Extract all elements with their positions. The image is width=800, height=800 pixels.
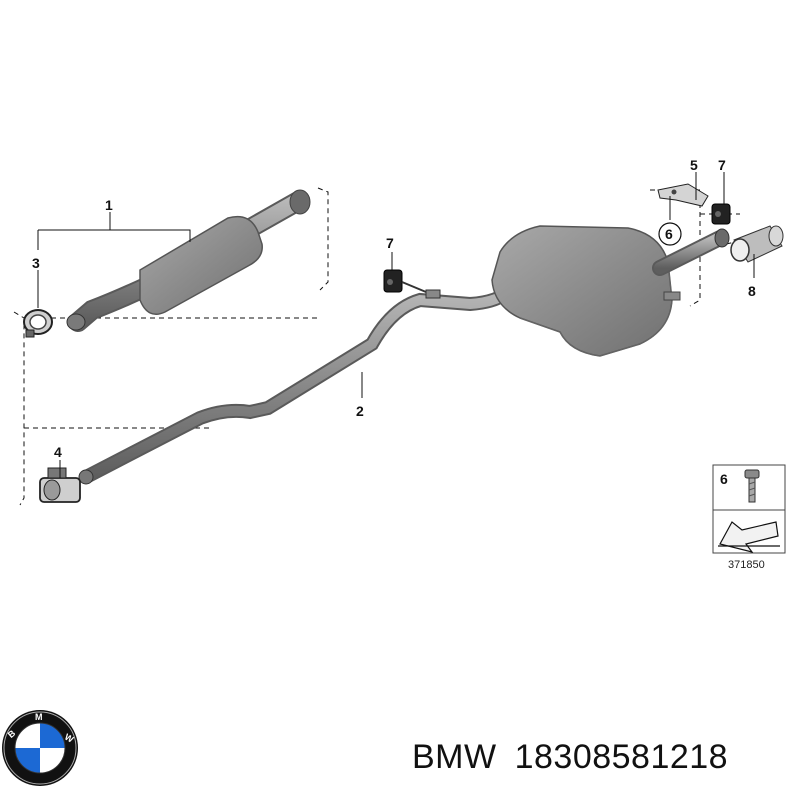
leader-lines	[37, 172, 755, 478]
callout-1: 1	[105, 197, 113, 213]
legend-box: 6	[712, 464, 786, 554]
bolt-icon	[744, 469, 760, 503]
front-pipe-inlet	[66, 313, 86, 331]
legend-item-number: 6	[720, 471, 728, 487]
callout-7-right: 7	[718, 157, 726, 173]
callout-2: 2	[356, 403, 364, 419]
rear-muffler	[491, 225, 730, 357]
svg-text:B: B	[6, 728, 18, 740]
brand-name: BMW	[412, 738, 497, 776]
callout-8: 8	[748, 283, 756, 299]
rubber-hanger-right	[711, 203, 731, 225]
location-arrow-icon	[718, 521, 780, 553]
callout-3: 3	[32, 255, 40, 271]
callout-7-left: 7	[386, 235, 394, 251]
callout-4: 4	[54, 444, 62, 460]
front-pipe-assembly	[66, 189, 311, 332]
bracket-part-5	[657, 183, 709, 207]
rubber-hanger-left	[383, 269, 427, 293]
part-caption: BMW 18308581218	[412, 738, 746, 777]
tailpipe-trim	[730, 225, 784, 263]
clamp-part-4	[39, 467, 81, 503]
callout-5: 5	[690, 157, 698, 173]
front-pipe-outlet	[289, 189, 311, 215]
svg-text:M: M	[35, 712, 43, 722]
intermediate-pipe	[78, 281, 519, 485]
callout-6-circle	[658, 222, 682, 246]
bmw-logo: B M W	[2, 710, 78, 786]
callout-6: 6	[665, 226, 673, 242]
reference-code: 371850	[728, 559, 765, 571]
center-muffler	[139, 215, 263, 315]
clamp-part-3	[23, 309, 53, 338]
part-number: 18308581218	[514, 738, 729, 776]
